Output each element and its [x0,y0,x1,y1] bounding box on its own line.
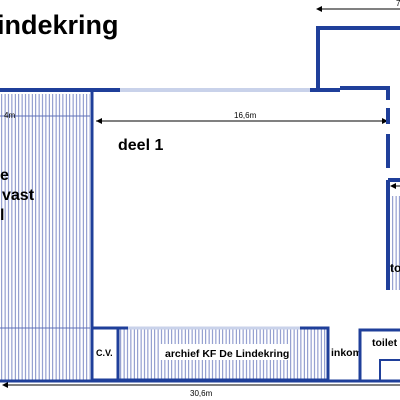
inkom-label: inkom [331,347,362,359]
toilet-label: toilet [372,337,398,349]
dim-bottom-label: 30,6m [190,389,213,398]
cv-label: C.V. [96,348,113,358]
right-room-label: to [390,261,400,275]
archive-label: archief KF De Lindekring [165,348,289,360]
top-right-dimension: 7 [316,0,400,12]
stage-label-line3: l [0,207,4,224]
dim-mid-label: 16,6m [234,111,257,120]
dim-left-label: 4m [4,111,15,120]
right-dimension-arrow [390,183,400,189]
cv-room [90,326,120,382]
toilet-inner [379,359,400,380]
bottom-dimension: 30,6m [2,382,400,398]
top-right-wall-inner [340,86,390,100]
plan-title: indekring [0,10,119,40]
right-room [390,196,400,290]
dim-top-right-label: 7 [396,0,400,8]
top-right-wall [316,26,400,88]
stage-area [0,94,90,380]
middle-dimension: 16,6m [96,111,388,124]
room-label-deel: deel 1 [118,137,163,154]
archive-label-bg [160,344,290,360]
hall-right-wall [386,108,400,290]
stage-label-line2: vast [2,187,35,204]
toilet-room [358,328,400,380]
stage-label-line1: e [0,167,9,184]
